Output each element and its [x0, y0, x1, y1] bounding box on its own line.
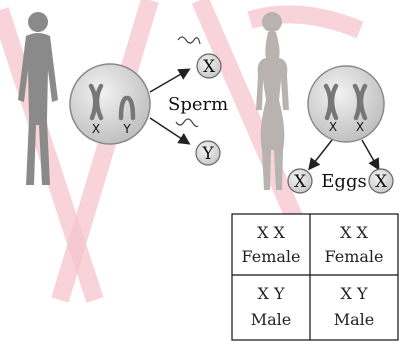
sperm-tail-icon — [178, 37, 200, 44]
female-cell: X X — [308, 66, 384, 142]
sperm-x-label: X — [203, 57, 216, 77]
egg-2-label: X — [375, 172, 388, 192]
sperm-y-label: Y — [201, 144, 214, 164]
punnett-square: X X Female X X Female X Y Male X Y Male — [232, 214, 398, 340]
male-chromosome-label-x: X — [92, 122, 100, 136]
sperm-y: Y — [176, 119, 220, 165]
egg-x-2: X — [369, 169, 393, 193]
sperm-label: Sperm — [168, 94, 228, 115]
egg-1-label: X — [294, 172, 307, 192]
cell-3-genotype: X Y — [257, 284, 284, 303]
egg-x-1: X — [288, 169, 312, 193]
arrow-to-sperm-y — [150, 118, 188, 143]
arrow-to-sperm-x — [150, 70, 188, 92]
arrow-to-egg-2 — [362, 140, 378, 168]
sperm-tail-icon — [176, 119, 198, 127]
eggs-label: Eggs — [321, 171, 366, 192]
female-chromosome-label-x2: X — [356, 120, 364, 134]
female-figure-icon — [256, 12, 289, 190]
cell-4-genotype: X Y — [340, 284, 367, 303]
cell-1-sex: Female — [242, 247, 301, 266]
male-figure-icon — [18, 12, 58, 185]
cell-1-genotype: X X — [257, 223, 285, 242]
cell-4-sex: Male — [334, 310, 375, 329]
cell-3-sex: Male — [251, 310, 292, 329]
male-cell: X Y — [70, 64, 150, 144]
cell-2-sex: Female — [325, 247, 384, 266]
cell-2-genotype: X X — [340, 223, 368, 242]
female-chromosome-label-x1: X — [329, 120, 337, 134]
arrow-to-egg-1 — [310, 140, 332, 168]
male-chromosome-label-y: Y — [122, 122, 131, 136]
